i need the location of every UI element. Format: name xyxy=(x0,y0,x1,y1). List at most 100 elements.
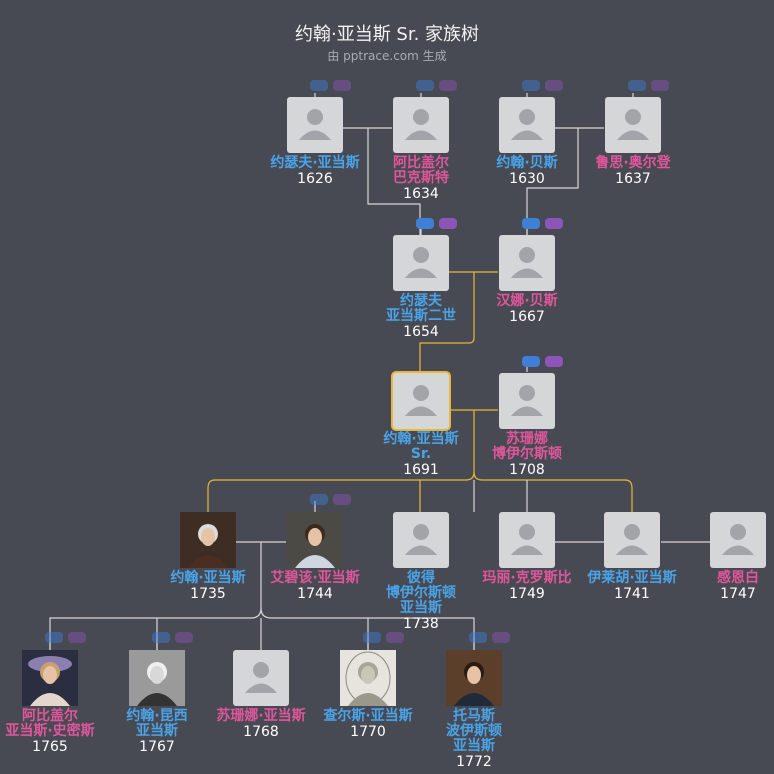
person-birth-year: 1744 xyxy=(297,586,333,602)
person-avatar-icon[interactable] xyxy=(605,97,661,153)
person-avatar-icon[interactable] xyxy=(287,97,343,153)
person-name[interactable]: 鲁思·奥尔登 xyxy=(568,156,698,171)
person-name-line: Sr. xyxy=(410,446,432,462)
expand-parents-button[interactable] xyxy=(310,494,328,505)
person-name[interactable]: 约瑟夫·亚当斯 xyxy=(250,156,380,171)
person-name[interactable]: 感恩白 xyxy=(673,571,774,586)
expand-parents-button[interactable] xyxy=(439,80,457,91)
person-avatar-icon[interactable] xyxy=(233,650,289,706)
person-avatar-icon[interactable] xyxy=(499,373,555,429)
expand-parents-button[interactable] xyxy=(545,218,563,229)
person-name[interactable]: 查尔斯·亚当斯 xyxy=(303,709,433,724)
person-name-line: 感恩白 xyxy=(717,570,759,586)
person-photo[interactable] xyxy=(180,512,236,568)
person-name[interactable]: 玛丽·克罗斯比 xyxy=(462,571,592,586)
person-birth-year: 1708 xyxy=(509,462,545,478)
person-name-line: 阿比盖尔 xyxy=(393,155,449,171)
person-name-line: 亚当斯二世 xyxy=(386,308,456,324)
expand-parents-button[interactable] xyxy=(363,632,381,643)
person-photo[interactable] xyxy=(287,512,343,568)
expand-parents-button[interactable] xyxy=(522,356,540,367)
expand-parents-button[interactable] xyxy=(45,632,63,643)
person-photo[interactable] xyxy=(446,650,502,706)
expand-parents-button[interactable] xyxy=(333,494,351,505)
person-avatar-icon[interactable] xyxy=(393,235,449,291)
expand-parents-button[interactable] xyxy=(386,632,404,643)
person-photo[interactable] xyxy=(129,650,185,706)
person-name-line: 鲁思·奥尔登 xyxy=(595,155,671,171)
person-name-line: 亚当斯 xyxy=(453,738,495,754)
person-avatar-icon[interactable] xyxy=(393,512,449,568)
expand-parents-button[interactable] xyxy=(175,632,193,643)
expand-parents-button[interactable] xyxy=(416,80,434,91)
person-name-line: 苏珊娜·亚当斯 xyxy=(216,708,306,724)
expand-parents-button[interactable] xyxy=(439,218,457,229)
expand-parents-button[interactable] xyxy=(522,80,540,91)
person-name[interactable]: 苏珊娜博伊尔斯顿 xyxy=(462,432,592,462)
person-name[interactable]: 苏珊娜·亚当斯 xyxy=(196,709,326,724)
person-name-line: 约翰·昆西 xyxy=(126,708,188,724)
person-name[interactable]: 艾碧该·亚当斯 xyxy=(250,571,380,586)
person-name-line: 伊莱胡·亚当斯 xyxy=(587,570,677,586)
person-birth-year: 1735 xyxy=(190,586,226,602)
person-name-line: 苏珊娜 xyxy=(506,431,548,447)
person-avatar-icon[interactable] xyxy=(393,97,449,153)
person-name[interactable]: 阿比盖尔巴克斯特 xyxy=(356,156,486,186)
expand-parents-button[interactable] xyxy=(416,218,434,229)
person-birth-year: 1637 xyxy=(615,171,651,187)
person-birth-year: 1738 xyxy=(403,616,439,632)
person-birth-year: 1634 xyxy=(403,186,439,202)
person-name-line: 约翰·亚当斯 xyxy=(383,431,459,447)
person-avatar-icon[interactable] xyxy=(710,512,766,568)
person-birth-year: 1749 xyxy=(509,586,545,602)
person-name-line: 博伊尔斯顿 xyxy=(492,446,562,462)
person-avatar-icon[interactable] xyxy=(499,97,555,153)
expand-parents-button[interactable] xyxy=(333,80,351,91)
person-name[interactable]: 约翰·昆西亚当斯 xyxy=(92,709,222,739)
person-birth-year: 1630 xyxy=(509,171,545,187)
person-name-line: 巴克斯特 xyxy=(393,170,449,186)
person-name[interactable]: 伊莱胡·亚当斯 xyxy=(567,571,697,586)
person-name[interactable]: 托马斯波伊斯顿亚当斯 xyxy=(409,709,539,754)
person-name-line: 托马斯 xyxy=(453,708,495,724)
person-name[interactable]: 汉娜·贝斯 xyxy=(462,294,592,309)
person-avatar-icon[interactable] xyxy=(499,512,555,568)
person-name-line: 约翰·贝斯 xyxy=(496,155,558,171)
person-name[interactable]: 彼得博伊尔斯顿亚当斯 xyxy=(356,571,486,616)
expand-parents-button[interactable] xyxy=(522,218,540,229)
expand-parents-button[interactable] xyxy=(310,80,328,91)
expand-parents-button[interactable] xyxy=(628,80,646,91)
person-name-line: 博伊尔斯顿 xyxy=(386,585,456,601)
expand-parents-button[interactable] xyxy=(545,356,563,367)
person-birth-year: 1654 xyxy=(403,324,439,340)
person-photo[interactable] xyxy=(22,650,78,706)
expand-parents-button[interactable] xyxy=(492,632,510,643)
expand-parents-button[interactable] xyxy=(68,632,86,643)
expand-parents-button[interactable] xyxy=(545,80,563,91)
person-avatar-icon[interactable] xyxy=(604,512,660,568)
person-birth-year: 1770 xyxy=(350,724,386,740)
person-birth-year: 1765 xyxy=(32,739,68,755)
person-name[interactable]: 约瑟夫亚当斯二世 xyxy=(356,294,486,324)
expand-parents-button[interactable] xyxy=(651,80,669,91)
person-name-line: 亚当斯·史密斯 xyxy=(5,723,95,739)
tree-subtitle: 由 pptrace.com 生成 xyxy=(327,49,447,63)
person-name-line: 约瑟夫·亚当斯 xyxy=(270,155,360,171)
person-name-line: 玛丽·克罗斯比 xyxy=(482,570,572,586)
person-name-line: 汉娜·贝斯 xyxy=(496,293,558,309)
person-birth-year: 1667 xyxy=(509,309,545,325)
expand-parents-button[interactable] xyxy=(469,632,487,643)
person-name[interactable]: 阿比盖尔亚当斯·史密斯 xyxy=(0,709,115,739)
person-avatar-icon[interactable] xyxy=(393,373,449,429)
person-name-line: 阿比盖尔 xyxy=(22,708,78,724)
person-name-line: 查尔斯·亚当斯 xyxy=(323,708,413,724)
person-name[interactable]: 约翰·亚当斯 xyxy=(143,571,273,586)
person-name-line: 亚当斯 xyxy=(136,723,178,739)
person-name-line: 亚当斯 xyxy=(400,600,442,616)
person-birth-year: 1626 xyxy=(297,171,333,187)
person-photo[interactable] xyxy=(340,650,396,706)
expand-parents-button[interactable] xyxy=(152,632,170,643)
person-avatar-icon[interactable] xyxy=(499,235,555,291)
person-name[interactable]: 约翰·贝斯 xyxy=(462,156,592,171)
